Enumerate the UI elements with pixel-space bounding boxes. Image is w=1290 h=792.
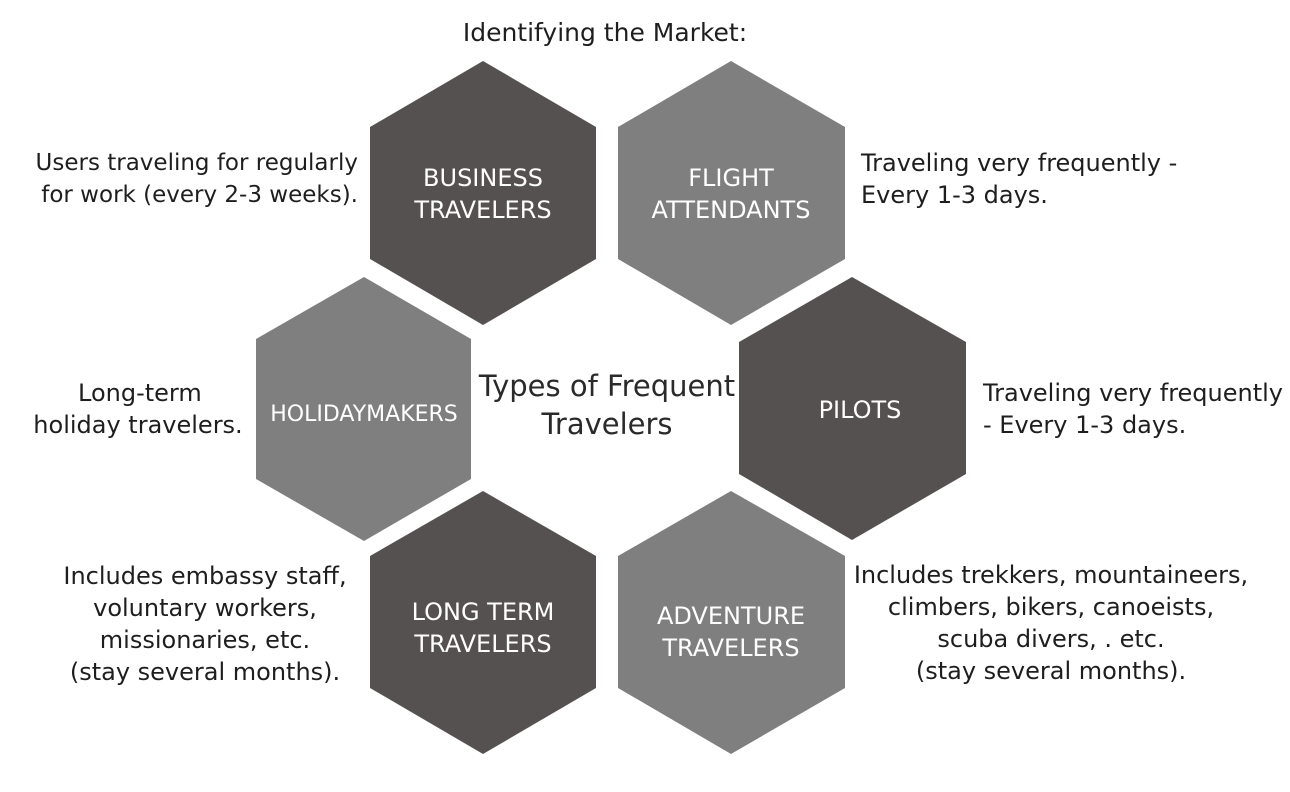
description-pilots: Traveling very frequently - Every 1-3 da… — [983, 377, 1288, 441]
label-pilots: PILOTS — [760, 394, 960, 426]
label-line: TRAVELERS — [414, 630, 552, 658]
label-adventure-travelers: ADVENTURE TRAVELERS — [631, 600, 831, 664]
center-label-line: Types of Frequent — [478, 369, 736, 403]
label-flight-attendants: FLIGHT ATTENDANTS — [631, 162, 831, 226]
description-line: missionaries, etc. — [99, 626, 311, 654]
description-line: climbers, bikers, canoeists, — [887, 593, 1215, 621]
description-long-term-travelers: Includes embassy staff, voluntary worker… — [40, 560, 370, 688]
label-line: HOLIDAYMAKERS — [270, 402, 458, 427]
description-line: - Every 1-3 days. — [983, 411, 1187, 439]
description-line: Traveling very frequently - — [861, 149, 1178, 177]
label-line: ADVENTURE — [656, 602, 806, 630]
label-line: ATTENDANTS — [651, 196, 811, 224]
description-line: Includes trekkers, mountaineers, — [853, 561, 1249, 589]
description-line: Includes embassy staff, — [63, 562, 347, 590]
label-line: TRAVELERS — [662, 634, 800, 662]
description-line: (stay several months). — [69, 658, 341, 686]
label-line: PILOTS — [818, 396, 902, 424]
description-line: Traveling very frequently — [983, 379, 1284, 407]
description-line: (stay several months). — [915, 657, 1187, 685]
description-line: for work (every 2-3 weeks). — [41, 182, 358, 208]
center-label: Types of Frequent Travelers — [473, 367, 741, 443]
diagram-title: Identifying the Market: — [462, 18, 748, 47]
description-line: Long-term — [78, 379, 202, 407]
hexagon-business-travelers — [370, 61, 596, 325]
description-business-travelers: Users traveling for regularly for work (… — [0, 147, 358, 211]
description-line: Users traveling for regularly — [35, 150, 358, 176]
label-holidaymakers: HOLIDAYMAKERS — [258, 399, 470, 431]
label-business-travelers: BUSINESS TRAVELERS — [383, 162, 583, 226]
description-line: Every 1-3 days. — [861, 181, 1048, 209]
hexagon-flight-attendants — [618, 61, 845, 325]
center-label-line: Travelers — [541, 407, 673, 441]
description-holidaymakers: Long-term holiday travelers. — [20, 377, 256, 441]
hexagon-long-term-travelers — [370, 491, 596, 754]
hexagon-pilots — [739, 277, 966, 540]
label-line: FLIGHT — [688, 164, 774, 192]
label-long-term-travelers: LONG TERM TRAVELERS — [383, 596, 583, 660]
description-adventure-travelers: Includes trekkers, mountaineers, climber… — [848, 559, 1254, 687]
label-line: BUSINESS — [423, 164, 543, 192]
label-line: LONG TERM — [411, 598, 555, 626]
description-line: voluntary workers, — [93, 594, 317, 622]
description-flight-attendants: Traveling very frequently - Every 1-3 da… — [861, 147, 1261, 211]
hexagon-holidaymakers — [256, 277, 471, 541]
label-line: TRAVELERS — [414, 196, 552, 224]
hexagon-adventure-travelers — [618, 491, 845, 754]
description-line: holiday travelers. — [33, 411, 243, 439]
description-line: scuba divers, . etc. — [937, 625, 1165, 653]
